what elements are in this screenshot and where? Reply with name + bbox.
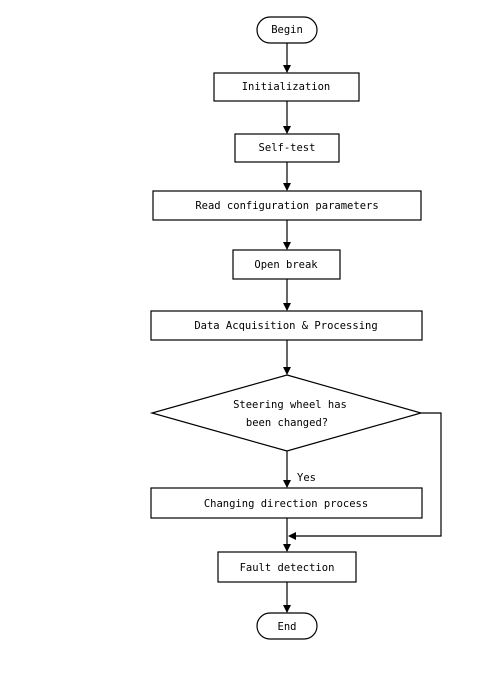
begin-node: Begin (256, 16, 318, 44)
decision-label-line1: Steering wheel has (233, 399, 347, 411)
readconfig-label: Read configuration parameters (195, 200, 378, 212)
fault-label: Fault detection (240, 562, 335, 574)
begin-label: Begin (271, 24, 303, 36)
decision-label-line2: been changed? (246, 417, 328, 429)
init-label: Initialization (242, 81, 331, 93)
selftest-label: Self-test (259, 142, 316, 154)
daq-label: Data Acquisition & Processing (194, 320, 377, 332)
changing-label: Changing direction process (204, 498, 368, 510)
changing-node: Changing direction process (150, 487, 423, 519)
daq-node: Data Acquisition & Processing (150, 310, 423, 341)
openbreak-node: Open break (232, 249, 341, 280)
openbreak-label: Open break (254, 259, 318, 271)
fault-node: Fault detection (217, 551, 357, 583)
end-node: End (256, 612, 318, 640)
selftest-node: Self-test (234, 133, 340, 163)
init-node: Initialization (213, 72, 360, 102)
decision-node: Steering wheel has been changed? (149, 374, 424, 452)
edge-decision-no (288, 412, 442, 540)
readconfig-node: Read configuration parameters (152, 190, 422, 221)
end-label: End (278, 621, 297, 633)
yes-label: Yes (297, 472, 316, 484)
